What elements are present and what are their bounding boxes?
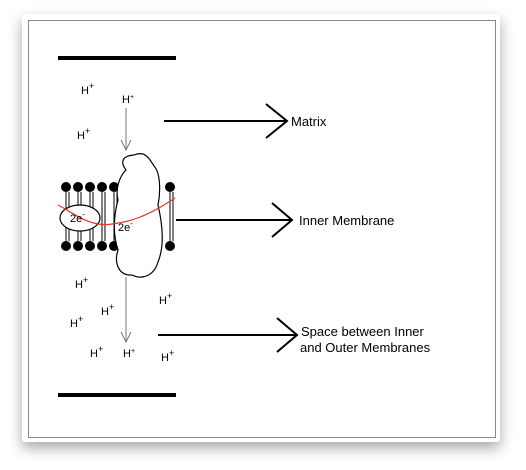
proton-ion: H+ bbox=[77, 126, 90, 142]
phospholipid-bilayer-right bbox=[165, 182, 175, 251]
proton-ion: H+ bbox=[101, 302, 114, 318]
space-pointer-arrow bbox=[158, 317, 299, 353]
electron-left-label: 2e- bbox=[70, 210, 85, 225]
proton-ion: H+ bbox=[122, 94, 134, 106]
inner-membrane-pointer-arrow bbox=[176, 202, 294, 238]
proton-ion: H+ bbox=[70, 314, 83, 330]
matrix-pointer-arrow bbox=[164, 103, 289, 139]
proton-ion: H+ bbox=[123, 348, 135, 360]
proton-ion: H+ bbox=[81, 81, 94, 97]
matrix-label: Matrix bbox=[291, 114, 327, 129]
electron-right-label: 2e- bbox=[118, 219, 133, 234]
inner-membrane-label: Inner Membrane bbox=[299, 213, 394, 228]
proton-flow-arrowhead-top bbox=[120, 139, 132, 152]
phospholipid-bilayer-left bbox=[61, 182, 119, 251]
electron-path bbox=[57, 197, 176, 226]
space-label-line2: and Outer Membranes bbox=[300, 340, 431, 355]
diagram-frame bbox=[28, 20, 496, 438]
proton-flow-arrowhead-bottom bbox=[120, 331, 132, 344]
proton-ion: H+ bbox=[161, 348, 174, 364]
transport-protein bbox=[113, 153, 163, 278]
proton-ion: H+ bbox=[90, 344, 103, 360]
space-label-line1: Space between Inner bbox=[301, 324, 425, 339]
proton-ion: H+ bbox=[75, 275, 88, 291]
proton-ion: H+ bbox=[159, 291, 172, 307]
